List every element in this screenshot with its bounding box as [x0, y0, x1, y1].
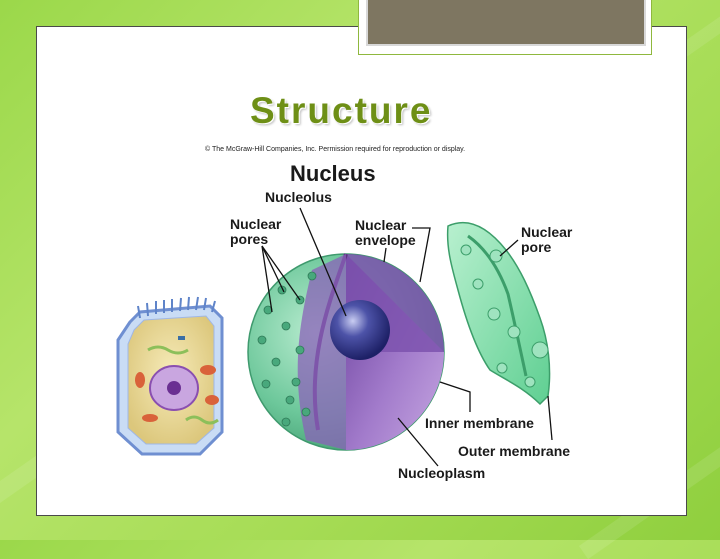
label-nuclear-pore: Nuclear pore — [521, 224, 573, 255]
cutaway-face — [297, 254, 346, 450]
leader-lines — [261, 207, 553, 467]
label-nucleolus: Nucleolus — [265, 189, 332, 205]
er-membrane — [147, 345, 189, 355]
title-placeholder-box — [358, 0, 652, 55]
mitochondrion — [205, 395, 219, 405]
cell-nucleolus — [167, 381, 181, 395]
er-membrane — [185, 415, 219, 425]
nucleolus-sphere — [330, 300, 390, 360]
diagram-heading: Nucleus — [290, 161, 376, 186]
label-inner-membrane: Inner membrane — [425, 415, 534, 431]
centriole — [178, 336, 185, 340]
pore-dots — [257, 271, 317, 427]
envelope-pores — [460, 244, 549, 388]
title-placeholder-fill — [366, 0, 646, 46]
slide-title: Structure — [250, 90, 433, 131]
label-nucleoplasm: Nucleoplasm — [398, 465, 486, 481]
mitochondrion — [142, 414, 158, 422]
mitochondrion — [135, 372, 145, 388]
nucleus-sphere — [247, 253, 445, 451]
label-outer-membrane: Outer membrane — [458, 443, 571, 459]
microvilli — [137, 296, 216, 319]
cell-illustration — [116, 296, 224, 456]
mitochondrion — [200, 365, 216, 375]
nucleus-diagram — [116, 207, 553, 467]
copyright-notice: © The McGraw-Hill Companies, Inc. Permis… — [205, 146, 466, 153]
label-nuclear-envelope: Nuclear envelope — [355, 217, 416, 248]
label-nuclear-pores: Nuclear pores — [230, 216, 282, 247]
